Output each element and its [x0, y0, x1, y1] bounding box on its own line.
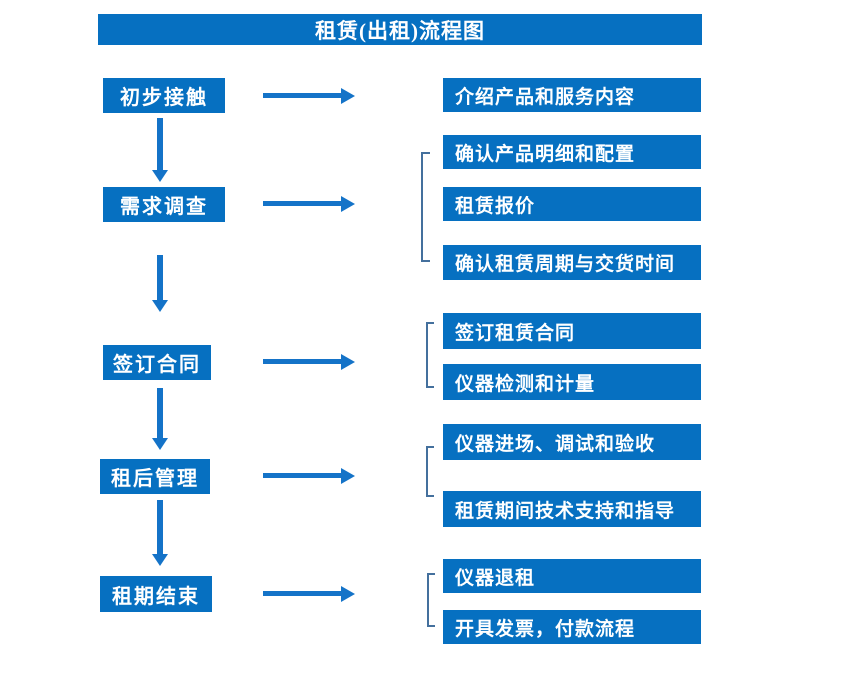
arrow-head — [152, 438, 168, 450]
arrow-shaft — [157, 255, 163, 301]
arrow-down-icon — [152, 388, 168, 450]
arrow-shaft — [263, 591, 342, 596]
arrow-shaft — [157, 118, 163, 171]
output-box-intro-products-services: 介绍产品和服务内容 — [443, 78, 701, 112]
output-box-confirm-product-details: 确认产品明细和配置 — [443, 135, 701, 169]
arrow-down-icon — [152, 118, 168, 182]
arrow-shaft — [157, 388, 163, 439]
stage-box-post-rental-management: 租后管理 — [100, 459, 210, 494]
flow-title-banner: 租赁(出租)流程图 — [98, 14, 702, 45]
arrow-right-icon — [263, 468, 355, 484]
arrow-head — [152, 300, 168, 312]
arrow-right-icon — [263, 196, 355, 212]
output-box-instrument-setup-acceptance: 仪器进场、调试和验收 — [443, 424, 701, 460]
output-box-confirm-rental-period: 确认租赁周期与交货时间 — [443, 245, 701, 280]
arrow-shaft — [263, 359, 342, 364]
stage-box-demand-survey: 需求调查 — [103, 187, 225, 222]
arrow-head — [341, 468, 355, 484]
stage-box-sign-contract: 签订合同 — [103, 345, 211, 380]
output-box-rental-tech-support: 租赁期间技术支持和指导 — [443, 491, 701, 527]
output-box-sign-rental-contract: 签订租赁合同 — [443, 313, 701, 349]
arrow-head — [341, 196, 355, 212]
arrow-head — [341, 88, 355, 104]
bracket-connector-post-rental — [426, 446, 434, 497]
arrow-shaft — [263, 201, 342, 206]
flow-title: 租赁(出租)流程图 — [315, 18, 485, 43]
stage-box-initial-contact: 初步接触 — [103, 78, 225, 113]
arrow-right-icon — [263, 88, 355, 104]
bracket-connector-lease-end — [427, 573, 435, 627]
output-box-rental-quote: 租赁报价 — [443, 187, 701, 221]
output-box-instrument-testing: 仪器检测和计量 — [443, 364, 701, 400]
bracket-connector-demand-survey — [421, 152, 430, 262]
arrow-down-icon — [152, 500, 168, 566]
stage-box-lease-end: 租期结束 — [100, 576, 212, 612]
output-box-invoice-payment: 开具发票，付款流程 — [443, 610, 701, 644]
arrow-head — [152, 170, 168, 182]
arrow-down-icon — [152, 255, 168, 312]
output-box-instrument-return: 仪器退租 — [443, 559, 701, 593]
bracket-connector-sign-contract — [426, 322, 434, 388]
arrow-shaft — [157, 500, 163, 555]
arrow-right-icon — [263, 586, 355, 602]
arrow-shaft — [263, 93, 342, 98]
arrow-head — [341, 354, 355, 370]
arrow-head — [341, 586, 355, 602]
arrow-right-icon — [263, 354, 355, 370]
arrow-shaft — [263, 473, 342, 478]
arrow-head — [152, 554, 168, 566]
